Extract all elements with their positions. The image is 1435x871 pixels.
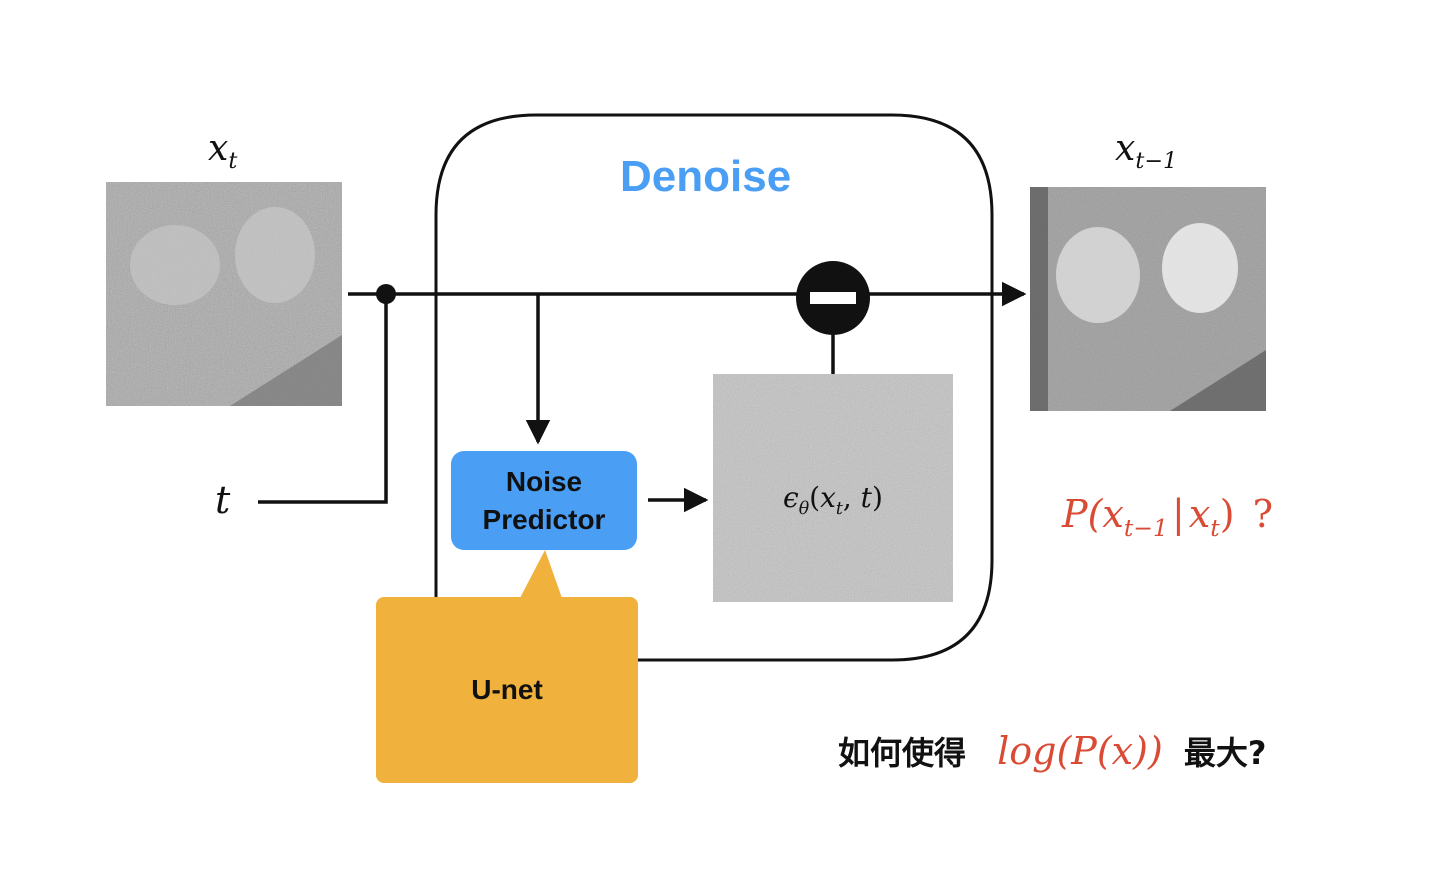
output-image: [1030, 187, 1266, 411]
objective-text: 如何使得 log(P(x)) 最大?: [838, 728, 1266, 774]
subtract-icon: [796, 261, 870, 335]
time-input-line: [258, 294, 388, 504]
noise-predictor-box: Noise Predictor: [451, 451, 637, 550]
denoise-container: [434, 113, 994, 662]
conditional-probability: P(xt−1|xt)?: [1062, 492, 1273, 542]
input-label: xt: [208, 128, 238, 175]
noise-formula: ϵθ(xt, t): [783, 481, 883, 519]
objective-prefix: 如何使得: [838, 734, 967, 772]
input-noisy-image: [106, 182, 342, 406]
output-label: xt−1: [1115, 128, 1178, 175]
unet-bubble-tail: [520, 550, 562, 598]
predicted-noise-image: [713, 374, 953, 602]
unet-box: U-net: [376, 597, 638, 783]
time-label: t: [215, 478, 231, 522]
objective-expression: log(P(x)): [997, 729, 1163, 773]
noise-predictor-line2: Predictor: [482, 503, 606, 535]
noise-predictor-line1: Noise: [505, 465, 583, 497]
objective-suffix: 最大?: [1183, 734, 1267, 772]
unet-label: U-net: [471, 674, 543, 705]
denoise-title: Denoise: [620, 152, 792, 201]
